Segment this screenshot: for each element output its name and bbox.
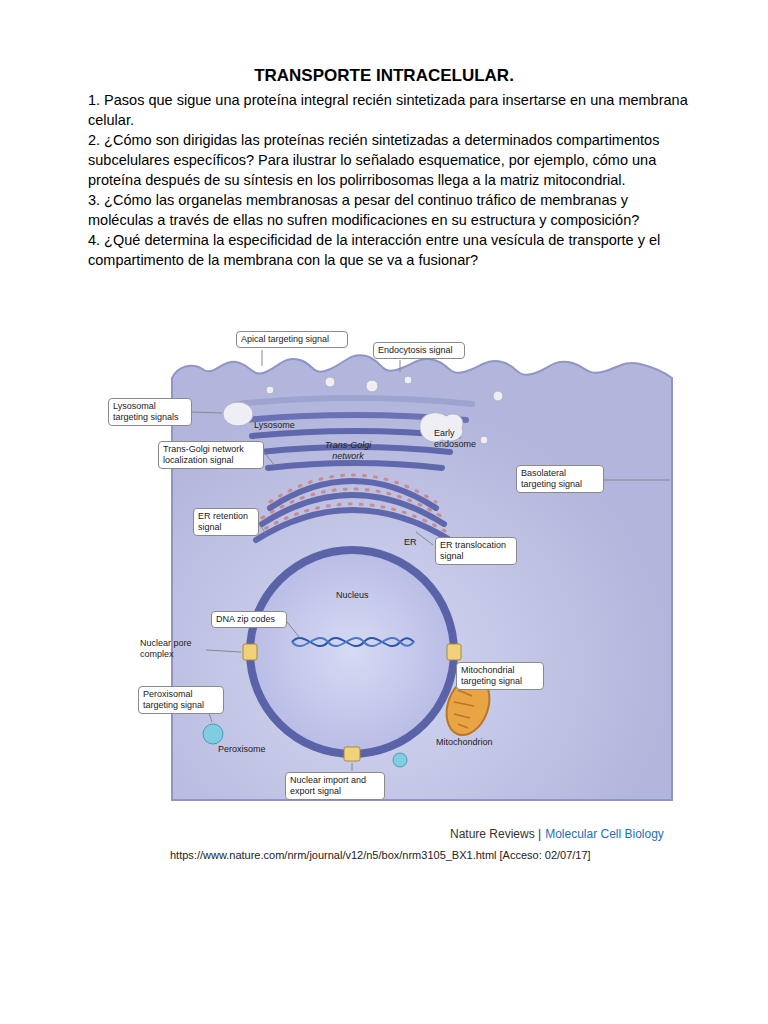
vesicle: [266, 376, 503, 444]
callout-text: Peroxisomal targeting signal: [143, 689, 219, 711]
peroxisome: [203, 724, 223, 744]
callout-box: Nuclear import and export signal: [285, 772, 385, 800]
organelle-label: Trans-Golgi network: [318, 440, 378, 462]
leader-line: [192, 350, 670, 771]
tgn: [238, 398, 472, 404]
callout-box: Apical targeting signal: [236, 331, 348, 348]
nucleus: [250, 550, 454, 754]
callout-text: Endocytosis signal: [378, 345, 460, 356]
golgi-cisterna: [268, 463, 442, 468]
callout-text: Nuclear import and export signal: [290, 775, 380, 797]
source-url: https://www.nature.com/nrm/journal/v12/n…: [170, 848, 591, 862]
callout-box: ER retention signal: [193, 508, 259, 536]
organelle-label: Mitochondrion: [436, 737, 506, 748]
callout-box: Lysosomal targeting signals: [108, 398, 192, 426]
callout-box: DNA zip codes: [211, 611, 287, 628]
callout-text: Trans-Golgi network localization signal: [163, 444, 259, 466]
lysosome: [223, 402, 253, 426]
organelle-label: Lysosome: [254, 420, 304, 431]
callout-box: Endocytosis signal: [373, 342, 465, 359]
callout-text: ER retention signal: [198, 511, 254, 533]
question-list: 1. Pasos que sigue una proteína integral…: [88, 90, 694, 270]
vesicle: [393, 753, 407, 767]
cell-outline: [172, 355, 672, 800]
callout-text: DNA zip codes: [216, 614, 282, 625]
callout-box: Peroxisomal targeting signal: [138, 686, 224, 714]
question-text: 2. ¿Cómo son dirigidas las proteínas rec…: [88, 130, 694, 190]
organelle-label: ER: [404, 537, 424, 548]
callout-text: ER translocation signal: [440, 540, 512, 562]
question-text: 1. Pasos que sigue una proteína integral…: [88, 90, 694, 130]
callout-box: ER translocation signal: [435, 537, 517, 565]
nuclear-pore: [243, 644, 461, 761]
callout-text: Basolateral targeting signal: [521, 468, 599, 490]
page-title: TRANSPORTE INTRACELULAR.: [0, 66, 768, 86]
callout-box: Basolateral targeting signal: [516, 465, 604, 493]
dna: [292, 638, 414, 646]
callout-text: Apical targeting signal: [241, 334, 343, 345]
callout-box: Mitochondrial targeting signal: [456, 662, 544, 690]
question-text: 4. ¿Qué determina la especificidad de la…: [88, 230, 694, 270]
callout-text: Lysosomal targeting signals: [113, 401, 187, 423]
question-text: 3. ¿Cómo las organelas membranosas a pes…: [88, 190, 694, 230]
organelle-label: Nucleus: [336, 590, 386, 601]
organelle-label: Early endosome: [434, 428, 480, 450]
journal-credit: Nature Reviews |: [450, 827, 541, 841]
er: [256, 475, 450, 540]
organelle-label: Nuclear pore complex: [140, 638, 204, 660]
callout-box: Trans-Golgi network localization signal: [158, 441, 264, 469]
journal-credit: Molecular Cell Biology: [545, 827, 664, 841]
organelle-label: Peroxisome: [218, 744, 278, 755]
callout-text: Mitochondrial targeting signal: [461, 665, 539, 687]
